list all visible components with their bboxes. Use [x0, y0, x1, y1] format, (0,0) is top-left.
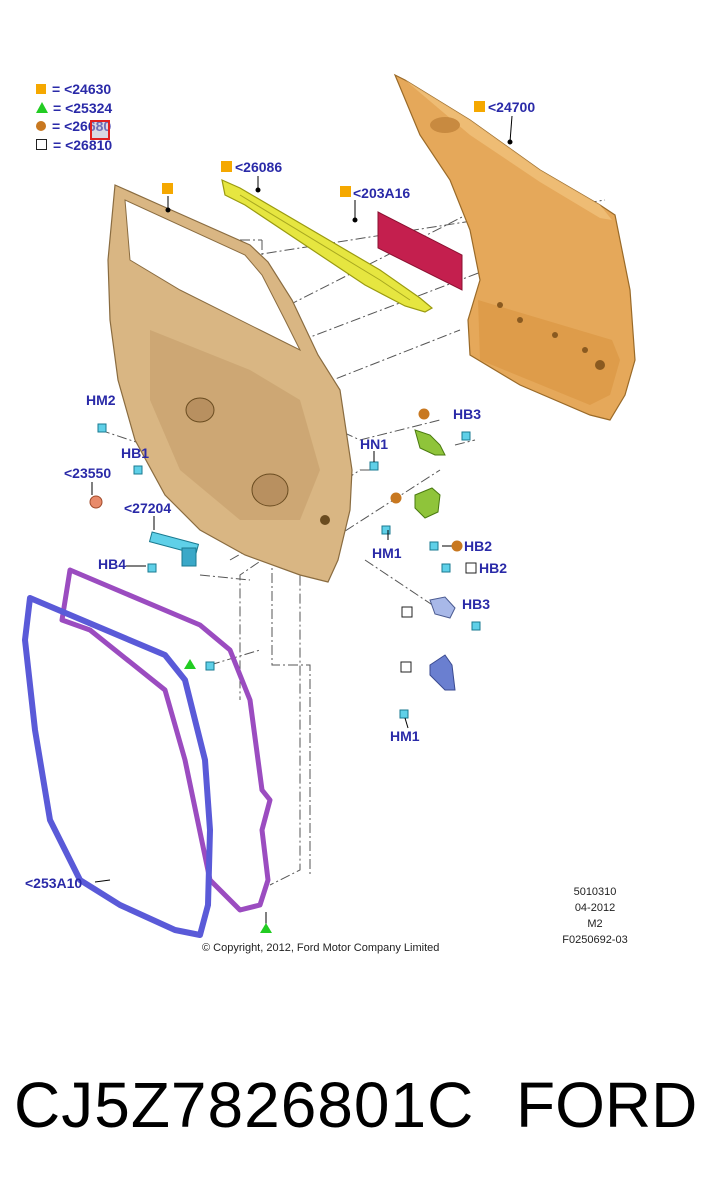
exploded-door-diagram — [22, 73, 636, 938]
reference-model: M2 — [587, 918, 603, 930]
circle-icon — [36, 121, 46, 132]
square-icon — [36, 84, 46, 95]
diagram-symbols — [162, 101, 485, 933]
legend-row-triangle: = <25324 — [36, 99, 112, 118]
callout-hm1-mid: HM1 — [372, 545, 402, 561]
copyright-notice: © Copyright, 2012, Ford Motor Company Li… — [202, 942, 440, 954]
door-weatherstrip — [22, 567, 273, 938]
outer-door-panel — [393, 73, 636, 421]
callout-hm2: HM2 — [86, 392, 116, 408]
callout-bumper: <23550 — [64, 465, 112, 481]
callout-check-arm: <27204 — [124, 500, 172, 516]
lower-door-hinge — [414, 487, 441, 519]
reinforcement-beam — [221, 178, 434, 313]
legend-text: = <25324 — [53, 99, 113, 116]
callout-hb4: HB4 — [98, 556, 127, 572]
callout-hb3-top: HB3 — [453, 406, 482, 422]
product-caption: CJ5Z7826801C FORD — [0, 1068, 704, 1148]
legend-row-box: = <26810 — [36, 136, 112, 155]
upper-door-hinge — [414, 429, 446, 456]
callout-hb1: HB1 — [121, 445, 150, 461]
upper-body-hinge — [429, 596, 456, 619]
symbol-legend: = <24630 = <25324 = <26680 = <26810 — [36, 80, 112, 154]
anti-flutter-pad — [377, 211, 463, 291]
callout-reinforcement: <26086 — [235, 159, 283, 175]
reference-figure: F0250692-03 — [562, 934, 628, 946]
brand-name: FORD — [516, 1069, 698, 1141]
legend-text: = <26810 — [53, 136, 113, 153]
legend-text: = <24630 — [52, 81, 112, 97]
callout-hb2-a: HB2 — [464, 538, 493, 554]
callout-outer-panel: <24700 — [488, 99, 536, 115]
reference-block: 5010310 04-2012 M2 F0250692-03 — [540, 884, 650, 948]
door-bumper — [89, 495, 103, 509]
callout-hb3-low: HB3 — [462, 596, 491, 612]
door-check-arm — [148, 531, 200, 567]
callout-hb2-b: HB2 — [479, 560, 508, 576]
reference-code: 5010310 — [573, 886, 617, 898]
lower-body-hinge — [429, 654, 456, 691]
fasteners — [97, 423, 481, 719]
reference-date: 04-2012 — [574, 902, 616, 914]
triangle-icon — [36, 102, 48, 114]
callout-hm1-low: HM1 — [390, 728, 420, 744]
selection-marker — [90, 120, 110, 140]
leader-lines — [91, 115, 513, 924]
part-number: CJ5Z7826801C — [14, 1069, 475, 1141]
box-icon — [36, 139, 47, 151]
callout-pad: <203A16 — [353, 185, 411, 201]
inner-door-panel — [107, 184, 353, 583]
callout-weatherstrip: <253A10 — [25, 875, 83, 891]
callout-hn1: HN1 — [360, 436, 389, 452]
legend-row-square: = <24630 — [36, 80, 112, 99]
